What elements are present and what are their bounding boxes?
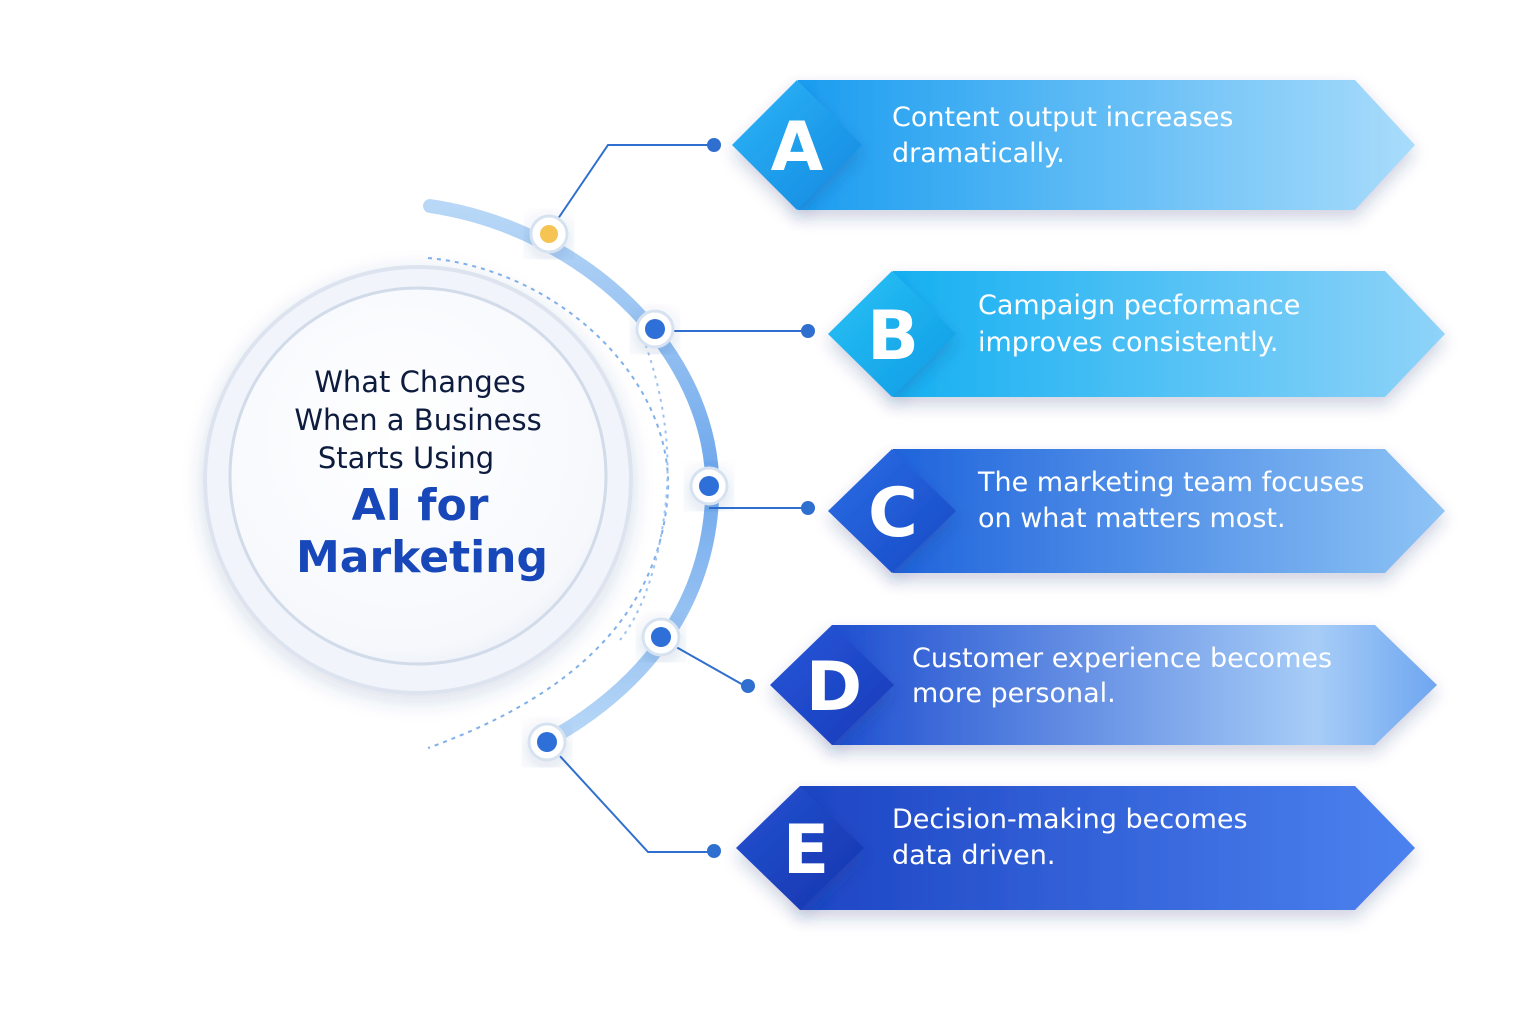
item-e-banner (800, 786, 1415, 910)
item-b-text-line2: improves consistently. (978, 327, 1278, 358)
hub-title-line5: Marketing (296, 532, 548, 583)
item-a-diamond (732, 80, 862, 210)
item-b-text-line1: Campaign pecformance (978, 290, 1300, 321)
item-d-diamond (770, 625, 894, 745)
item-e-text-line1: Decision-making becomes (892, 804, 1248, 835)
item-e-diamond (736, 786, 864, 910)
end-dot-e (707, 844, 721, 858)
item-c-banner (893, 449, 1445, 573)
end-dot-b (801, 324, 815, 338)
item-c: C The marketing team focuses on what mat… (828, 449, 1445, 573)
connector-e (546, 741, 712, 853)
hub-title-line1: What Changes (314, 365, 526, 399)
hub-title-line4: AI for (352, 480, 489, 531)
arc-node-b (635, 309, 675, 349)
item-b-letter: B (867, 297, 919, 376)
item-d-text-line1: Customer experience becomes (912, 643, 1332, 674)
dashed-arc-outer (427, 257, 670, 749)
connector-a (548, 144, 712, 233)
item-d-banner (832, 625, 1437, 745)
item-b: B Campaign pecformance improves consiste… (828, 271, 1445, 397)
arc-node-a (529, 214, 569, 254)
end-dot-d (741, 679, 755, 693)
connectors (546, 144, 806, 853)
connector-end-dots (707, 138, 815, 858)
item-e-text-line2: data driven. (892, 840, 1055, 871)
hub-face (228, 286, 608, 666)
item-c-diamond (828, 449, 956, 573)
item-c-text-line2: on what matters most. (978, 503, 1286, 534)
item-c-text-line1: The marketing team focuses (977, 467, 1364, 498)
arc-node-d (641, 617, 681, 657)
item-a-banner (798, 80, 1415, 210)
item-a-text-line2: dramatically. (892, 138, 1065, 169)
arc-nodes (527, 214, 729, 762)
item-d: D Customer experience becomes more perso… (770, 625, 1437, 745)
item-a-letter: A (771, 108, 824, 187)
arc-node-e (527, 722, 567, 762)
item-c-letter: C (868, 474, 918, 553)
item-e-letter: E (783, 811, 829, 890)
hub-title-line2: When a Business (294, 403, 541, 437)
item-d-text-line2: more personal. (912, 678, 1116, 709)
item-b-banner (893, 271, 1445, 397)
item-d-letter: D (806, 648, 862, 727)
dashed-arc-inner (619, 329, 669, 641)
item-b-diamond (828, 271, 956, 397)
arc-node-c (689, 466, 729, 506)
hub-title-line3: Starts Using (318, 441, 494, 475)
end-dot-c (801, 501, 815, 515)
end-dot-a (707, 138, 721, 152)
hub: What Changes When a Business Starts Usin… (203, 265, 633, 695)
item-a-text-line1: Content output increases (892, 102, 1233, 133)
item-a: A Content output increases dramatically. (732, 80, 1415, 210)
item-e: E Decision-making becomes data driven. (736, 786, 1415, 910)
